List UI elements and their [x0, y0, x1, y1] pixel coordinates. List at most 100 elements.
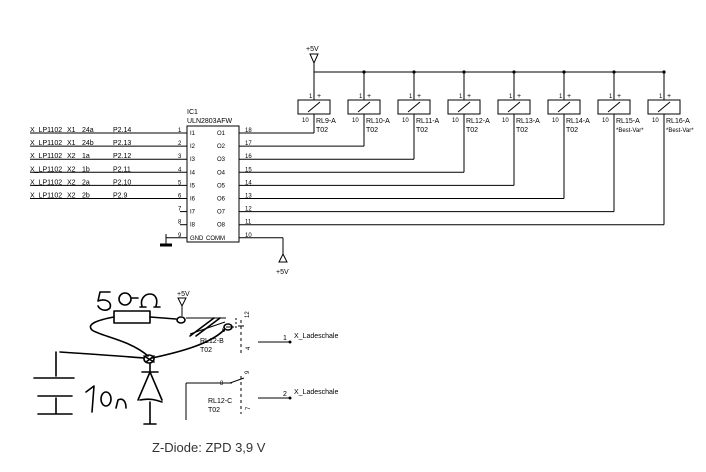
ic-pin-label-left: I8 — [190, 223, 196, 229]
relay-type: *Best-Var* — [666, 128, 694, 134]
ic-pin-num-right: 16 — [245, 154, 252, 160]
input-connector: X_LP1102 — [30, 193, 62, 200]
ic-pin-num-left: 2 — [178, 141, 182, 147]
ic-pin-label-right: COMM — [206, 236, 225, 242]
supply-comm-label: +5V — [276, 269, 289, 276]
coil-pin-1: 1 — [409, 94, 413, 100]
ic-body — [186, 125, 240, 243]
input-row: X_LP1102 X2 2b P2.9 — [30, 193, 128, 200]
input-pin: 2a — [82, 179, 90, 186]
ic-pin-label-right: O7 — [217, 210, 226, 216]
relay-name: RL9-A — [316, 118, 336, 125]
input-connector: X_LP1102 — [30, 140, 62, 147]
ic-pin-label-right: O2 — [217, 144, 226, 150]
coil-pin-10: 10 — [352, 118, 359, 124]
ic-pin-num-right: 10 — [245, 233, 252, 239]
coil-pin-1: 1 — [659, 94, 663, 100]
ic-pin-label-right: O5 — [217, 183, 226, 189]
contact-c-label: X_Ladeschale — [294, 389, 338, 396]
supply-top-label: +5V — [306, 46, 319, 53]
input-row: X_LP1102 X2 1b P2.11 — [30, 166, 131, 173]
coil-pin-plus: + — [617, 93, 621, 100]
ic-pin-num-right: 12 — [245, 207, 252, 213]
supply-top: +5V — [306, 46, 319, 72]
ic-pin-num-right: 13 — [245, 194, 252, 200]
supply-contact-label: +5V — [177, 291, 190, 298]
input-pin: 24b — [82, 140, 94, 147]
relay-type: T02 — [566, 127, 578, 134]
ic-pin-label-left: I5 — [190, 183, 196, 189]
contact-c-pin-a: 8 — [220, 381, 224, 387]
input-connector: X_LP1102 — [30, 166, 62, 173]
coil-pin-1: 1 — [609, 94, 613, 100]
contact-b-label: X_Ladeschale — [294, 333, 338, 340]
ground-symbol — [160, 234, 172, 247]
coil-pin-10: 10 — [552, 118, 559, 124]
contact-b-pin-c: 4 — [246, 346, 252, 350]
coil-pin-plus: + — [417, 93, 421, 100]
relay-type: T02 — [466, 127, 478, 134]
hand-resistor-label: 50Ω — [100, 283, 115, 292]
input-net: P2.11 — [113, 166, 131, 173]
coil-pin-10: 10 — [302, 118, 309, 124]
relay-name: RL11-A — [416, 118, 440, 125]
ic-pin-label-left: I6 — [190, 197, 196, 203]
contact-c-type: T02 — [208, 407, 220, 414]
input-net: P2.9 — [113, 193, 128, 200]
relay-type: *Best-Var* — [616, 128, 644, 134]
input-pin: 2b — [82, 193, 90, 200]
input-x: X2 — [67, 166, 76, 173]
input-x: X1 — [67, 140, 76, 147]
contact-c-name: RL12-C — [208, 398, 232, 405]
relay-name: RL16-A — [666, 118, 690, 125]
input-net: P2.14 — [113, 127, 131, 134]
contact-c-pin-c: 7 — [246, 406, 252, 410]
relay-name: RL15-A — [616, 118, 640, 125]
relay-contact-rl12-c: RL12-C T02 8 9 7 2 X_Ladeschale — [208, 370, 338, 414]
input-x: X2 — [67, 193, 76, 200]
input-pin: 1a — [82, 153, 90, 160]
ic-part: ULN2803AFW — [187, 118, 233, 125]
coil-pin-1: 1 — [359, 94, 363, 100]
relay-type: T02 — [366, 127, 378, 134]
coil-pin-plus: + — [517, 93, 521, 100]
hand-resistor — [113, 310, 151, 324]
input-connector: X_LP1102 — [30, 127, 62, 134]
ic-pin-num-right: 14 — [245, 180, 252, 186]
coil-pin-1: 1 — [459, 94, 463, 100]
input-x: X2 — [67, 179, 76, 186]
supply-comm: +5V — [276, 252, 289, 276]
ic-pin-num-right: 15 — [245, 167, 252, 173]
ic-pin-label-left: I3 — [190, 157, 196, 163]
input-connector: X_LP1102 — [30, 179, 62, 186]
coil-pin-plus: + — [567, 93, 571, 100]
coil-pin-10: 10 — [452, 118, 459, 124]
coil-pin-10: 10 — [652, 118, 659, 124]
ic-pin-num-right: 17 — [245, 141, 252, 147]
ic-pin-num-left: 1 — [178, 128, 182, 134]
input-pin: 24a — [82, 127, 94, 134]
ic-pin-label-left: I2 — [190, 144, 196, 150]
hand-capacitor-label: 10n — [86, 379, 99, 388]
contact-b-terminal: 1 — [283, 335, 287, 342]
relay-name: RL13-A — [516, 118, 540, 125]
ic-pin-num-left: 8 — [178, 220, 182, 226]
ic-pin-num-left: 4 — [178, 167, 182, 173]
contact-b-name: RL12-B — [200, 338, 224, 345]
zener-diode-caption: Z-Diode: ZPD 3,9 V — [152, 440, 266, 455]
input-net: P2.12 — [113, 153, 131, 160]
coil-pin-1: 1 — [509, 94, 513, 100]
input-pin: 1b — [82, 166, 90, 173]
coil-pin-1: 1 — [309, 94, 313, 100]
